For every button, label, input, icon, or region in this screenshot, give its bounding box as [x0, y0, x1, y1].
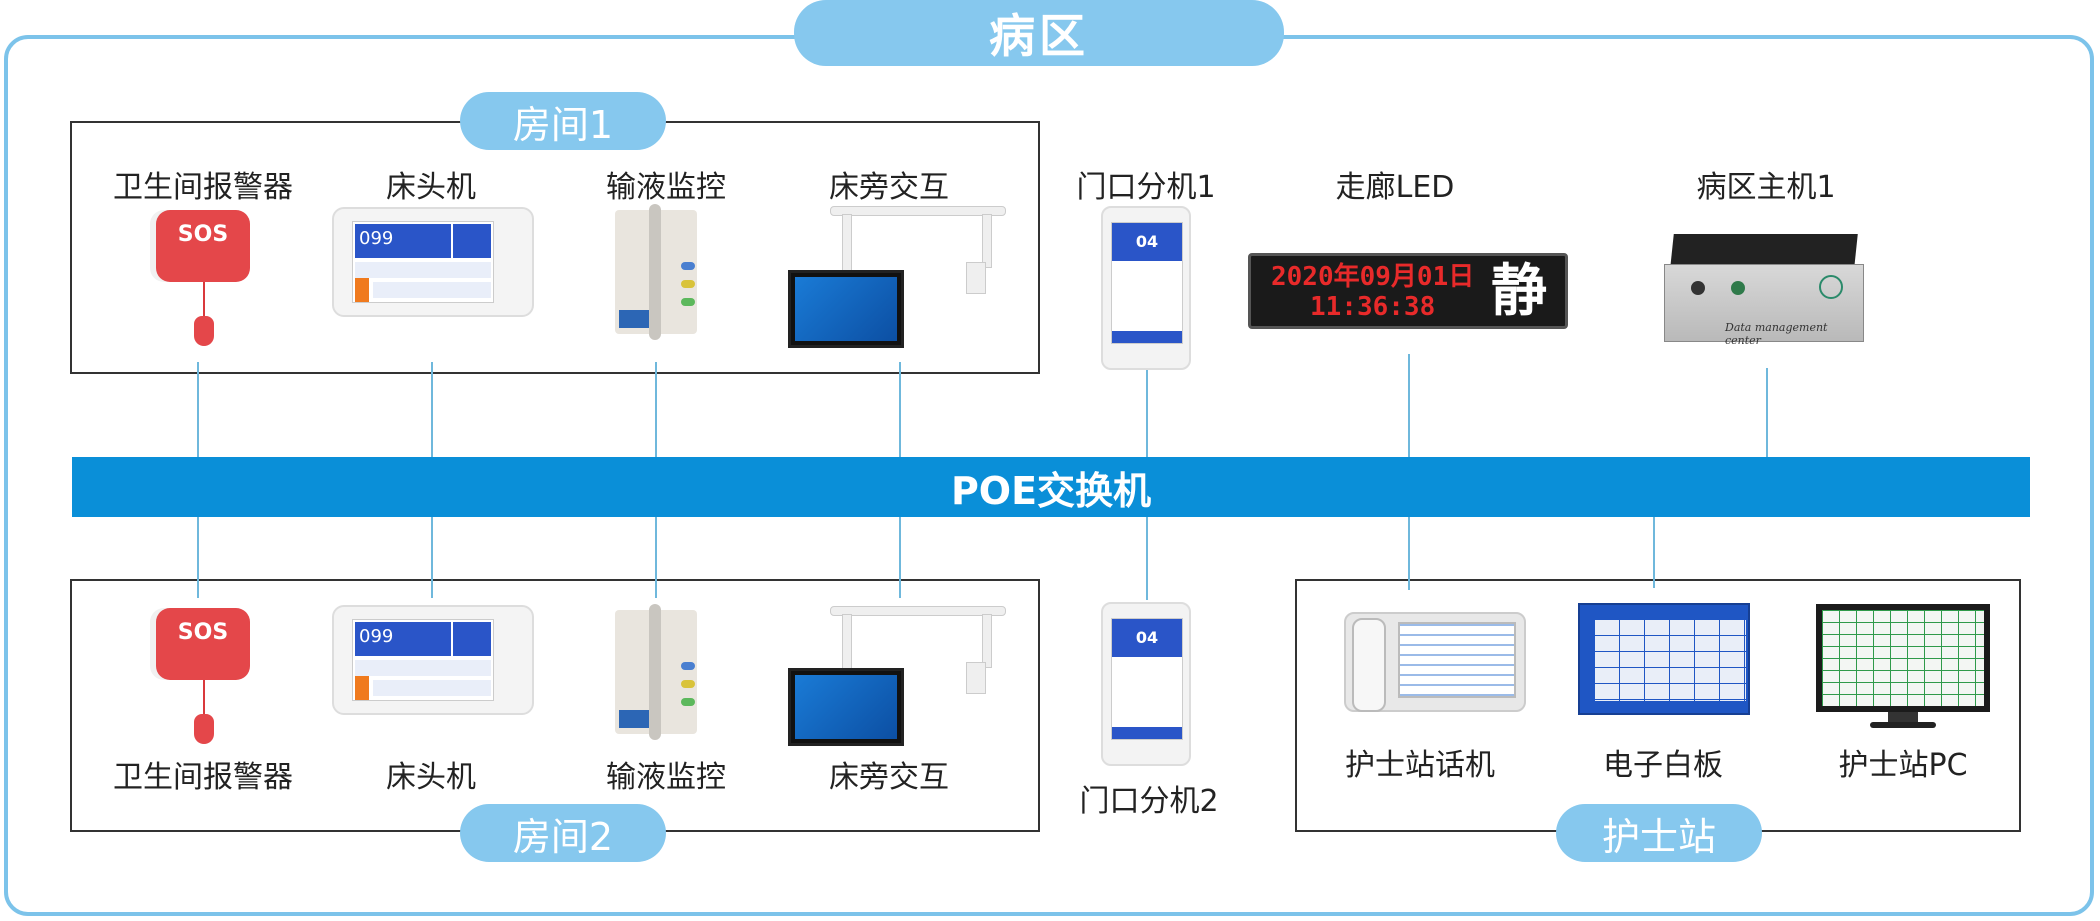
- line-host: [1766, 368, 1768, 460]
- sos-button-icon: SOS: [156, 608, 250, 680]
- room2-label-infusion: 输液监控: [606, 760, 726, 795]
- room1-label-bedside: 床旁交互: [829, 170, 949, 205]
- nurse-phone-label: 护士站话机: [1345, 748, 1495, 783]
- power-knob-icon: [1691, 281, 1705, 295]
- door1-label: 门口分机1: [1076, 170, 1216, 205]
- corridor-led-display: 2020年09月01日 11:36:38 静: [1248, 253, 1568, 329]
- room2-label-alarm: 卫生间报警器: [113, 760, 293, 795]
- poe-switch: POE交换机: [72, 457, 2030, 517]
- room1-title: 房间1: [460, 92, 666, 150]
- nurse-station-title: 护士站: [1556, 804, 1762, 862]
- room1-bedhead-terminal: 099: [332, 207, 534, 317]
- room2-label-bedside: 床旁交互: [829, 760, 949, 795]
- nurse-station-phone: [1344, 612, 1526, 712]
- whiteboard-label: 电子白板: [1603, 748, 1723, 783]
- corridor-led-label: 走廊LED: [1335, 170, 1455, 205]
- handset-icon: [1352, 618, 1386, 712]
- room2-infusion-monitor: [615, 604, 697, 740]
- host-brand-text: Data management center: [1725, 321, 1828, 347]
- ward-title: 病区: [794, 0, 1284, 66]
- room2-title: 房间2: [460, 804, 666, 862]
- ward-host-label: 病区主机1: [1696, 170, 1836, 205]
- ward-host-server: Data management center: [1662, 234, 1866, 347]
- room1-infusion-monitor: [615, 204, 697, 340]
- nurse-station-pc: [1816, 604, 1990, 728]
- room1-label-bedhead: 床头机: [386, 170, 476, 205]
- room1-label-alarm: 卫生间报警器: [113, 170, 293, 205]
- door-unit-2: 04: [1101, 602, 1191, 766]
- room2-bedhead-terminal: 099: [332, 605, 534, 715]
- led-time: 11:36:38: [1310, 292, 1436, 322]
- electronic-whiteboard: [1578, 603, 1750, 715]
- door2-label: 门口分机2: [1079, 784, 1219, 819]
- line-whiteboard: [1653, 514, 1655, 588]
- room2-label-bedhead: 床头机: [386, 760, 476, 795]
- status-knob-icon: [1731, 281, 1745, 295]
- windows-monitor-icon: [788, 668, 904, 746]
- sos-button-icon: SOS: [156, 210, 250, 282]
- room1-label-infusion: 输液监控: [606, 170, 726, 205]
- windows-monitor-icon: [788, 270, 904, 348]
- led-date: 2020年09月01日: [1271, 262, 1475, 292]
- brand-logo-icon: [1819, 275, 1843, 299]
- led-quiet-sign: 静: [1491, 259, 1547, 324]
- nurse-pc-label: 护士站PC: [1838, 748, 1968, 783]
- door-unit-1: 04: [1101, 206, 1191, 370]
